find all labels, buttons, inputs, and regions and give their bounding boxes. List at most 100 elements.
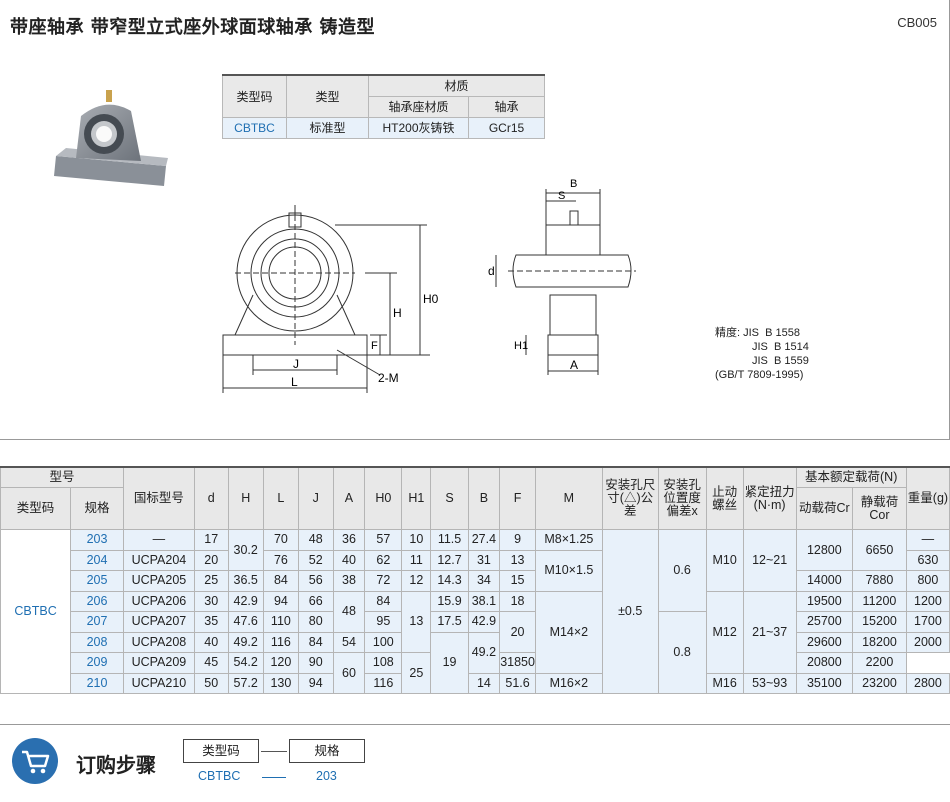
J-cell: 80: [297, 611, 334, 633]
screw-cell: M12: [705, 590, 744, 674]
H0-cell: 84: [364, 590, 403, 612]
M-cell: M14×2: [534, 590, 603, 674]
B-cell: 27.4: [467, 529, 501, 551]
B-cell: 49.2: [467, 631, 501, 674]
cr-cell: 29600: [795, 631, 854, 653]
cor-cell: 20800: [795, 652, 854, 674]
screw-cell: M10: [705, 529, 744, 592]
cr-cell: 25700: [795, 611, 854, 633]
size-cell: 207: [70, 611, 124, 633]
product-code: CB005: [897, 15, 937, 30]
order-steps: 订购步骤 类型码 规格 CBTBC 203: [0, 724, 950, 802]
header-H: H: [227, 466, 264, 530]
header-load: 基本额定载荷(N): [795, 466, 907, 488]
H-cell: 36.5: [227, 570, 264, 592]
d-cell: 45: [193, 652, 229, 674]
J-cell: 84: [297, 631, 334, 653]
header-M: M: [534, 466, 603, 530]
front-view-drawing: J L H H0 F 2-M: [222, 205, 439, 393]
material-header-housing: 轴承座材质: [368, 95, 469, 118]
header-weight: 重量(g): [905, 466, 950, 530]
cart-icon: [12, 738, 58, 784]
H0-cell: 108: [364, 652, 403, 674]
order-box-type-code: 类型码: [183, 739, 259, 763]
weight-cell: 2200: [852, 652, 907, 674]
weight-cell: 630: [905, 549, 950, 571]
F-cell: 15: [499, 570, 536, 592]
size-cell: 209: [70, 652, 124, 674]
S-cell: 14.3: [430, 570, 469, 592]
header-A: A: [332, 466, 366, 530]
B-cell: 51.6: [499, 672, 536, 694]
table-row: 204 UCPA204 20 76 52 40 62 11 12.7 31 13…: [1, 549, 950, 592]
L-cell: 116: [262, 631, 299, 653]
H-cell: 47.6: [227, 611, 264, 633]
B-cell: 34: [467, 570, 501, 592]
A-cell: 38: [332, 570, 366, 592]
product-photo: [54, 90, 168, 186]
A-cell: 48: [332, 590, 366, 633]
weight-cell: 2000: [905, 631, 950, 653]
product-panel: 带座轴承 带窄型立式座外球面球轴承 铸造型 CB005 类型码 类型 材质 轴承…: [0, 0, 950, 440]
order-value-type-code: CBTBC: [198, 769, 241, 783]
S-cell: 15.9: [430, 590, 469, 612]
L-cell: 70: [262, 529, 299, 551]
cor-cell: 7880: [852, 570, 907, 592]
header-hole-tol: 安装孔尺寸(△)公差: [601, 466, 659, 530]
label-d: d: [488, 264, 495, 278]
material-header-bearing: 轴承: [468, 95, 545, 118]
spec-table: 型号 国标型号 d H L J A H0 H1 S B F M 安装孔尺寸(△)…: [0, 466, 950, 694]
order-divider: [261, 751, 287, 752]
table-row: 206 UCPA206 30 42.9 94 66 48 84 13 15.9 …: [1, 590, 950, 674]
F-cell: 25: [401, 652, 432, 694]
national-cell: UCPA207: [122, 611, 195, 633]
H0-cell: 95: [364, 611, 403, 633]
order-value-size: 203: [316, 769, 337, 783]
cor-cell: 11200: [852, 590, 907, 612]
side-view-drawing: B S d H1 A: [488, 178, 636, 375]
order-value-divider: [262, 777, 286, 778]
header-H1: H1: [401, 466, 432, 530]
weight-cell: 1700: [905, 611, 950, 633]
screw-cell: M16: [705, 672, 744, 694]
M-cell: M8×1.25: [534, 529, 603, 551]
hole-pos-cell: 0.6: [657, 529, 707, 612]
H1-cell: 12: [401, 570, 432, 592]
national-cell: UCPA204: [122, 549, 195, 571]
header-stop-screw: 止动螺丝: [705, 466, 744, 530]
precision-label: 精度:: [715, 327, 741, 339]
J-cell: 52: [297, 549, 334, 571]
H1-cell: 11: [401, 549, 432, 571]
A-cell: 36: [332, 529, 366, 551]
table-row: 209 UCPA209 45 54.2 120 90 60 108 25 318…: [1, 652, 950, 694]
label-H: H: [393, 306, 402, 320]
H-cell: 42.9: [227, 590, 264, 612]
material-housing: HT200灰铸铁: [368, 116, 469, 139]
header-type-code: 类型码: [0, 487, 72, 530]
national-cell: UCPA206: [122, 590, 195, 612]
hole-pos-cell: 0.8: [657, 611, 707, 694]
precision-line: JIS B 1558: [743, 327, 800, 339]
H1-cell: 10: [401, 529, 432, 551]
material-header-type: 类型: [286, 74, 369, 118]
national-cell: —: [122, 529, 195, 551]
H0-cell: 72: [364, 570, 403, 592]
table-row: 208 UCPA208 40 49.2 116 84 54 100 19 49.…: [1, 631, 950, 694]
material-table: 类型码 类型 材质 轴承座材质 轴承 CBTBC 标准型 HT200灰铸铁 GC…: [222, 74, 545, 139]
precision-line: (GB/T 7809-1995): [715, 369, 804, 381]
d-cell: 25: [193, 570, 229, 592]
size-cell: 205: [70, 570, 124, 592]
header-hole-pos: 安装孔位置度偏差x: [657, 466, 707, 530]
page-title: 带座轴承 带窄型立式座外球面球轴承 铸造型: [10, 17, 376, 38]
header-F: F: [499, 466, 536, 530]
cr-cell: 19500: [795, 590, 854, 612]
J-cell: 94: [297, 672, 334, 694]
order-box-size: 规格: [289, 739, 365, 763]
header-B: B: [467, 466, 501, 530]
material-type: 标准型: [286, 116, 369, 139]
torque-cell: 21~37: [742, 590, 797, 674]
cor-cell: 18200: [852, 631, 907, 653]
national-cell: UCPA210: [122, 672, 195, 694]
H0-cell: 116: [364, 672, 403, 694]
precision-info: 精度: JIS B 1558 JIS B 1514 JIS B 1559 (GB…: [715, 326, 809, 382]
